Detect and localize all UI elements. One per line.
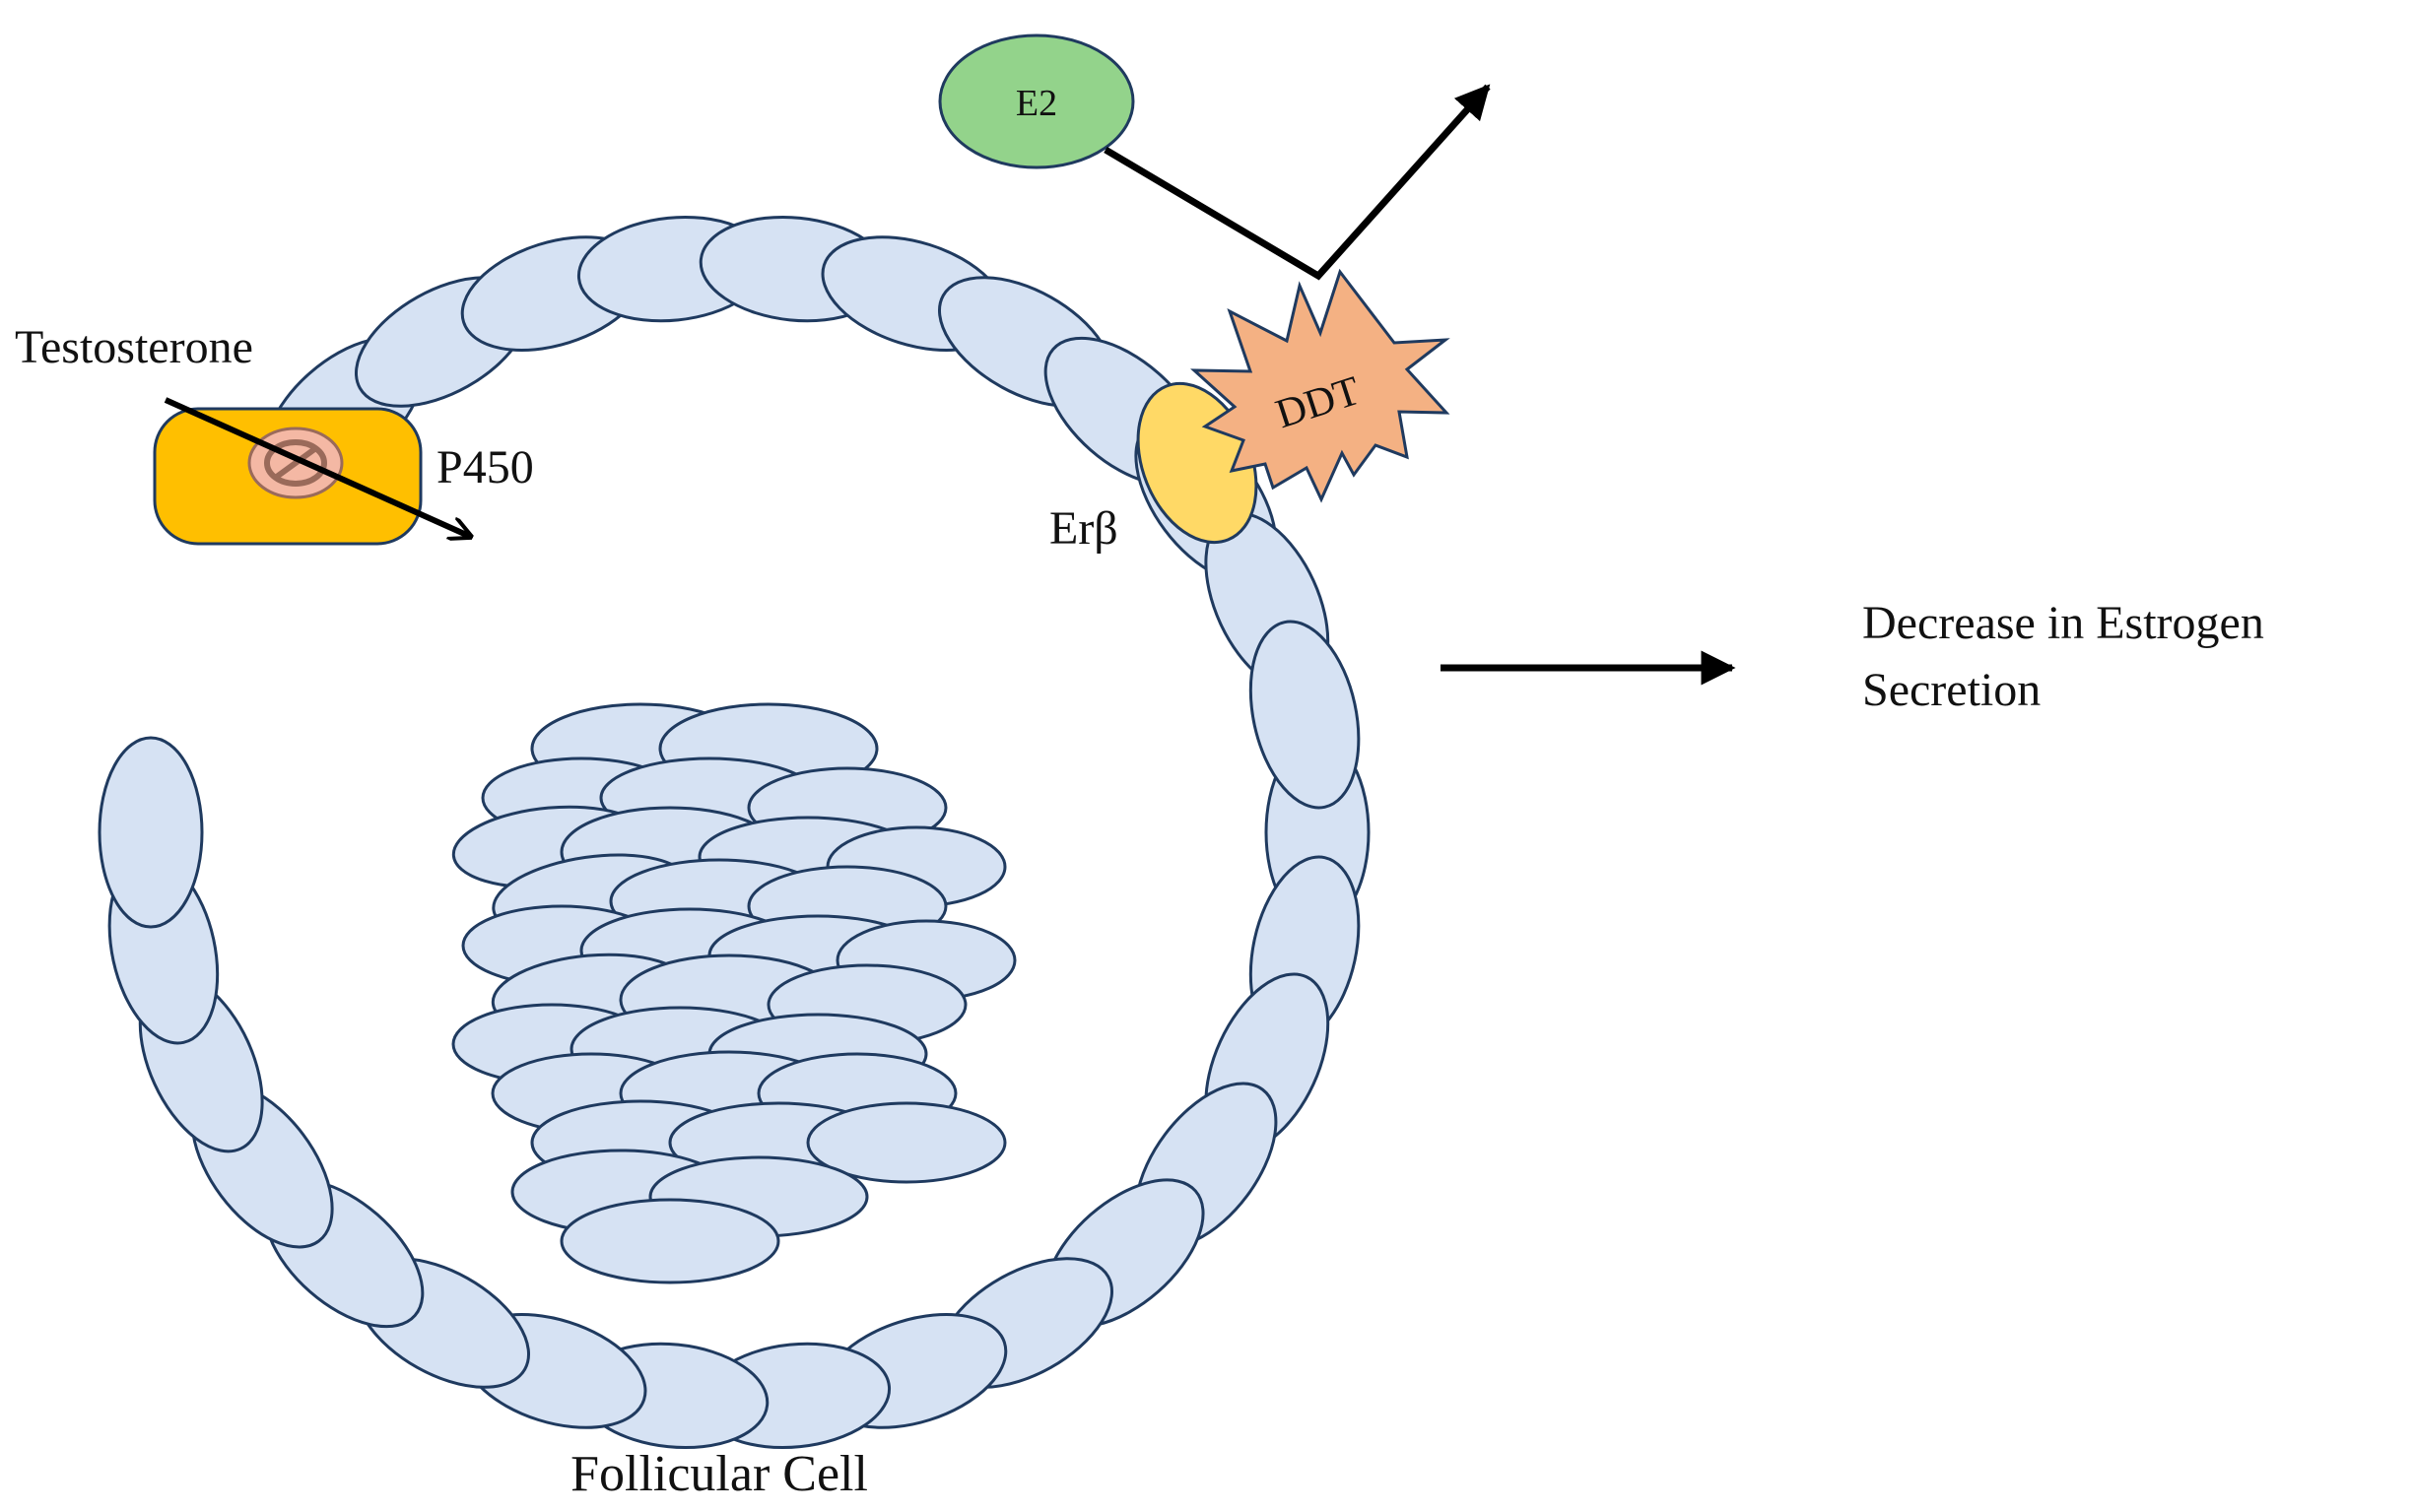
- ddt-burst: [1190, 268, 1450, 503]
- follicle-ring-cell: [98, 736, 204, 929]
- inhibition-icon: [247, 427, 344, 499]
- follicle-ring-cell: [1248, 620, 1361, 810]
- p450-label: P450: [436, 441, 534, 493]
- outcome-label-line1: Decrease in Estrogen: [1862, 597, 2264, 649]
- testosterone-label: Testosterone: [15, 321, 253, 373]
- cluster-cell: [806, 1101, 1007, 1184]
- e2-label: E2: [1016, 83, 1057, 124]
- outcome-label-line2: Secretion: [1862, 664, 2041, 716]
- follicular-cell-caption: Follicular Cell: [570, 1446, 868, 1502]
- testosterone-conversion-arrow: [164, 397, 471, 537]
- e2-molecule: [938, 33, 1135, 169]
- oocyte-cell-cluster: [451, 702, 1017, 1284]
- cluster-cell: [560, 1198, 780, 1284]
- follicle-ring: [98, 215, 1371, 1450]
- er-beta-label: Erβ: [1049, 502, 1118, 555]
- e2-pathway-arrow: [1104, 84, 1491, 281]
